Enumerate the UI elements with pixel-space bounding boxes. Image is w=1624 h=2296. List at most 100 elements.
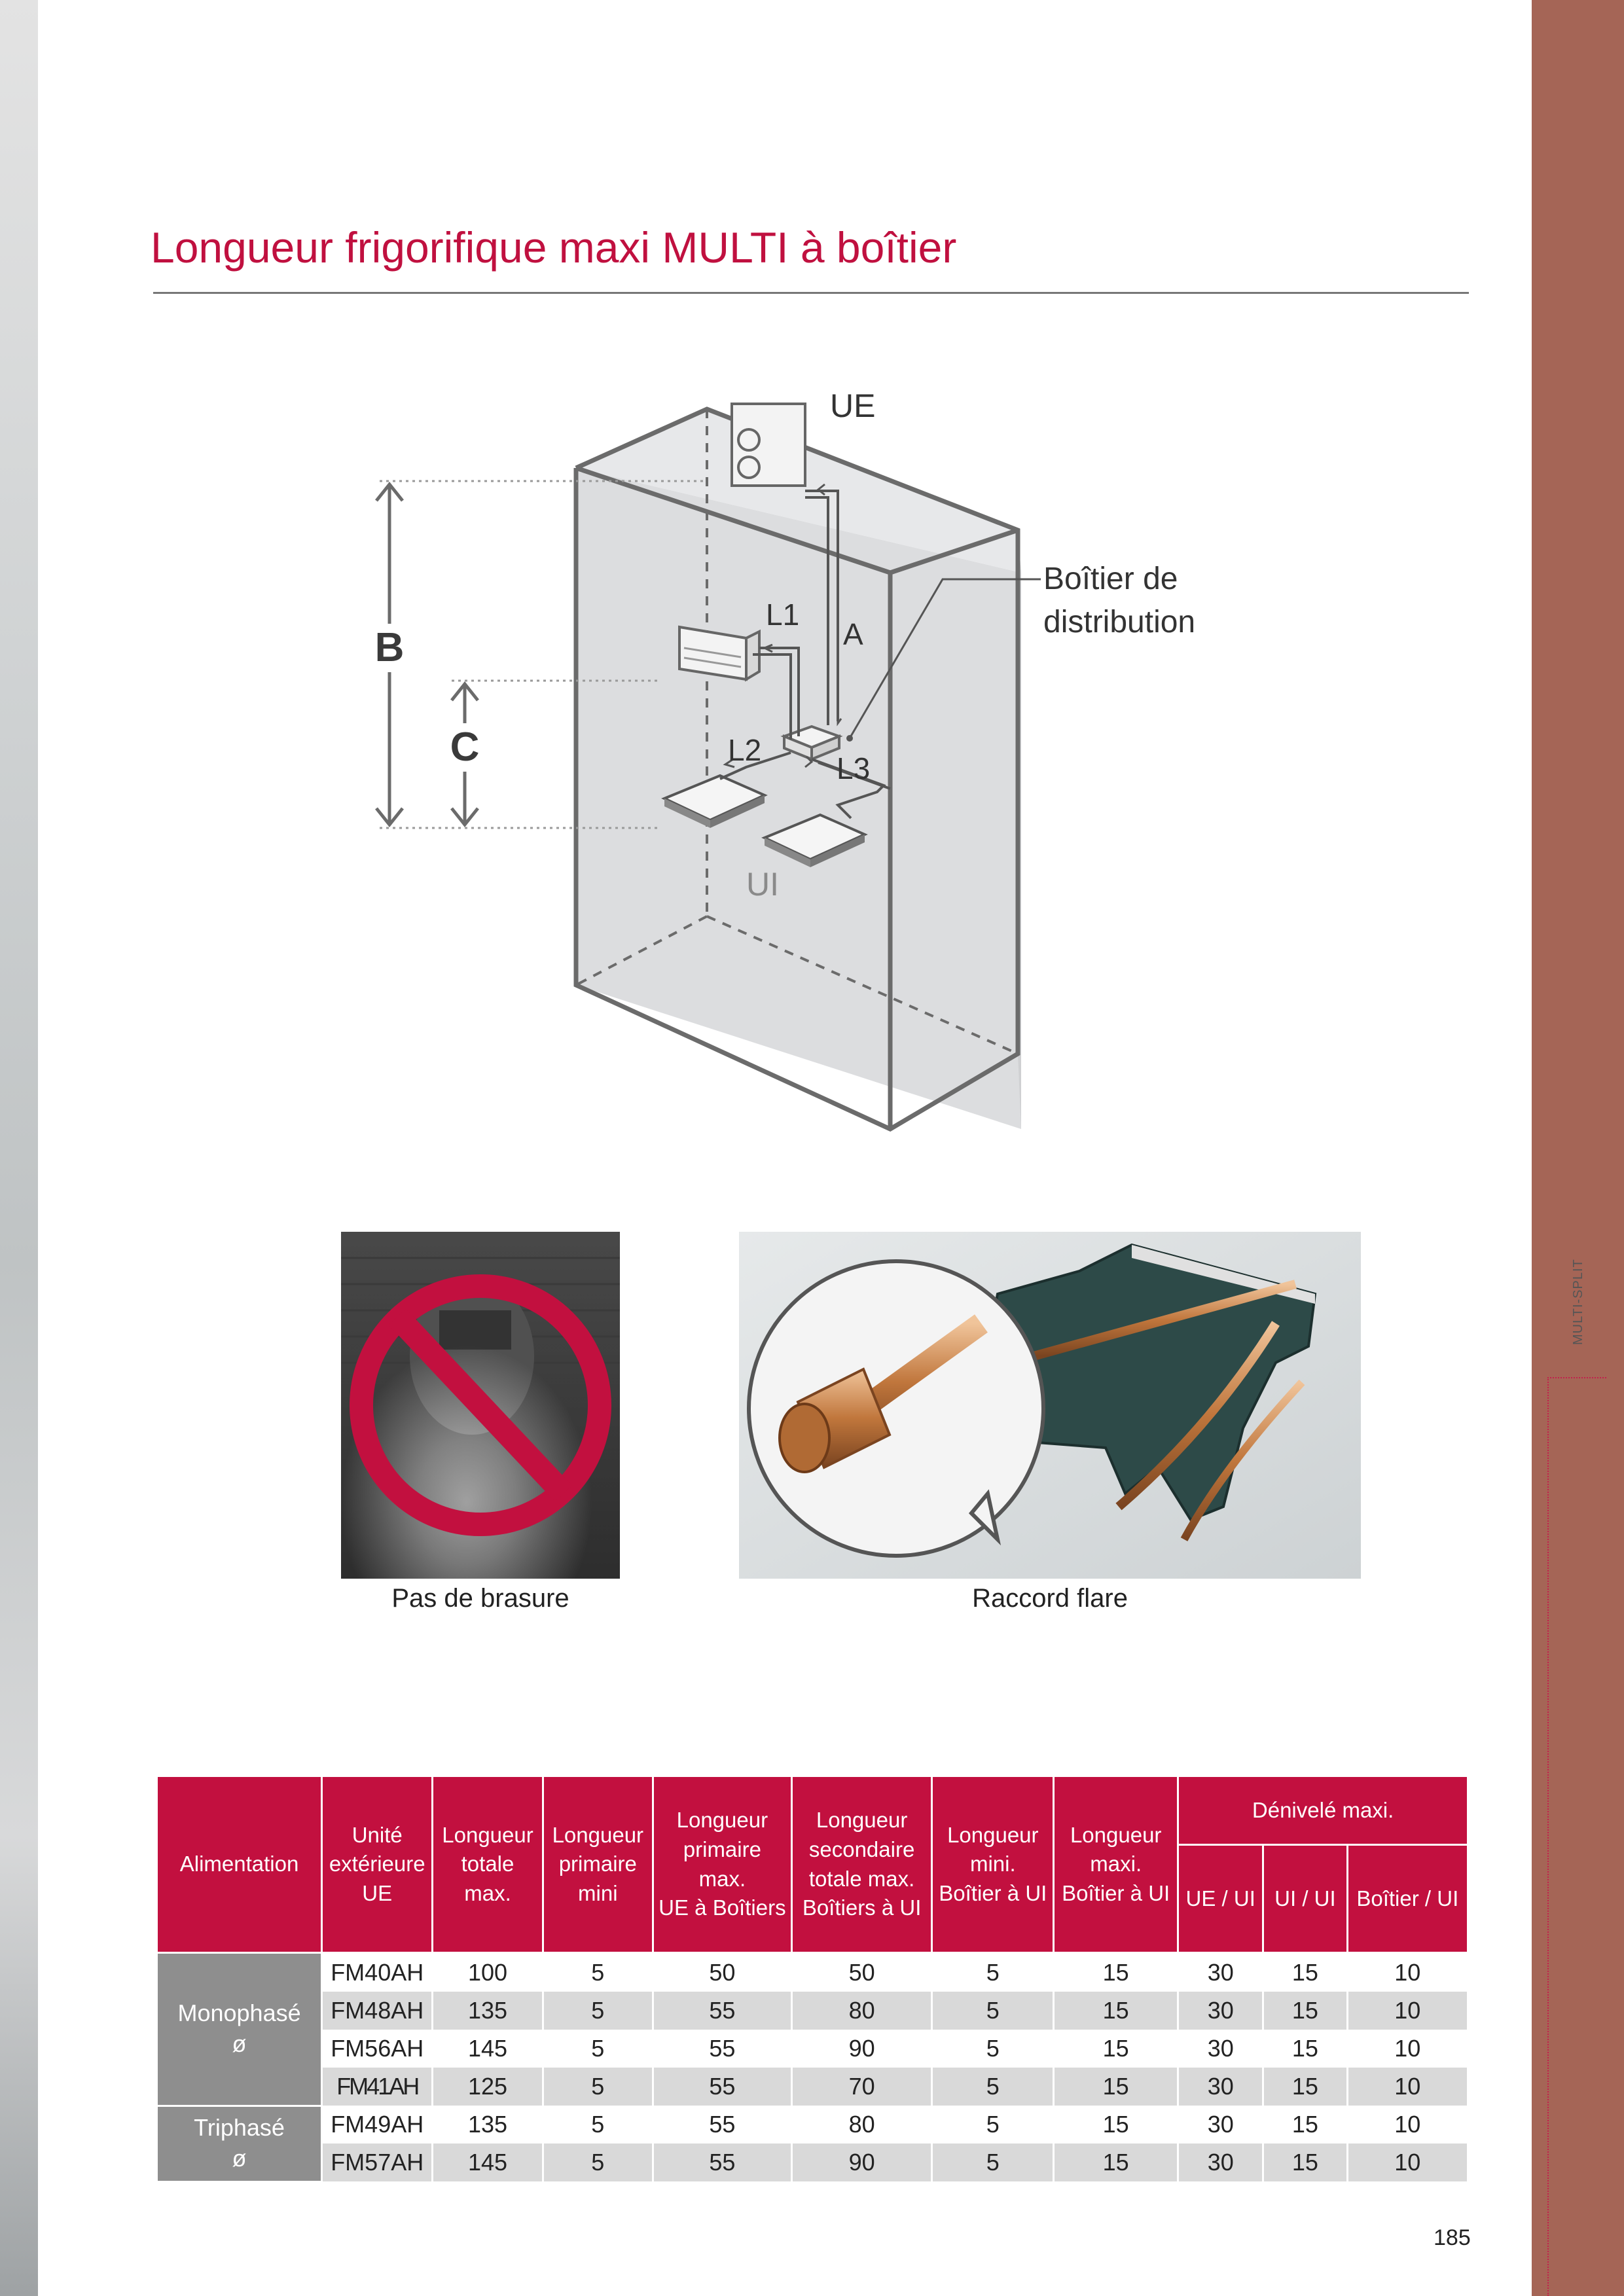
cell-d3: 10 — [1346, 2144, 1470, 2181]
cell-pmax: 50 — [651, 1952, 793, 1992]
cell-lmax: 15 — [1053, 2068, 1180, 2106]
cell-d1: 30 — [1177, 2144, 1265, 2181]
cassette-unit-1-icon — [661, 774, 768, 828]
cell-total: 145 — [431, 2144, 544, 2181]
cell-sec: 50 — [790, 1952, 933, 1992]
table-row: FM41AH 125 5 55 70 5 15 30 15 10 — [157, 2068, 1470, 2106]
label-b-bg — [368, 624, 411, 672]
no-brazing-photo — [341, 1232, 620, 1579]
cell-d1: 30 — [1177, 2030, 1265, 2068]
cell-pmax: 55 — [651, 2068, 793, 2106]
label-l3: L3 — [837, 751, 870, 785]
building-front-face — [576, 468, 1021, 1129]
cell-d3: 10 — [1346, 1992, 1470, 2030]
cell-total: 100 — [431, 1952, 544, 1992]
cell-d1: 30 — [1177, 2106, 1265, 2144]
flare-fitting-photo — [739, 1232, 1361, 1579]
cell-lmax: 15 — [1053, 2144, 1180, 2181]
header-boitier-ui: Boîtier / UI — [1346, 1844, 1470, 1954]
cell-lmin: 5 — [931, 1952, 1055, 1992]
label-ui: UI — [746, 866, 779, 903]
cell-lmin: 5 — [931, 1992, 1055, 2030]
caption-flare-fitting: Raccord flare — [972, 1584, 1128, 1613]
cell-lmax: 15 — [1053, 1992, 1180, 2030]
cell-sec: 80 — [790, 2106, 933, 2144]
cell-pmin: 5 — [541, 2144, 654, 2181]
cell-total: 135 — [431, 1992, 544, 2030]
cell-pmax: 55 — [651, 2106, 793, 2144]
cell-total: 135 — [431, 2106, 544, 2144]
label-c-bg — [444, 723, 487, 772]
cell-model: FM41AH — [321, 2068, 434, 2106]
band-rule-horizontal — [1547, 1377, 1606, 1378]
cell-sec: 80 — [790, 1992, 933, 2030]
right-color-band — [1532, 0, 1624, 2296]
cell-d3: 10 — [1346, 2030, 1470, 2068]
header-ui-ui: UI / UI — [1262, 1844, 1348, 1954]
cell-d2: 15 — [1262, 2068, 1348, 2106]
section-side-label: MULTI-SPLIT — [1571, 1259, 1585, 1345]
cell-model: FM49AH — [321, 2106, 434, 2144]
cell-pmin: 5 — [541, 2106, 654, 2144]
cell-lmax: 15 — [1053, 2030, 1180, 2068]
cell-sec: 70 — [790, 2068, 933, 2106]
cell-model: FM48AH — [321, 1992, 434, 2030]
cell-d1: 30 — [1177, 1992, 1265, 2030]
cell-sec: 90 — [790, 2030, 933, 2068]
cell-d3: 10 — [1346, 1952, 1470, 1992]
label-l2: L2 — [728, 733, 761, 767]
table-row: FM48AH 135 5 55 80 5 15 30 15 10 — [157, 1992, 1470, 2030]
cell-d2: 15 — [1262, 2144, 1348, 2181]
cell-pmax: 55 — [651, 2030, 793, 2068]
cell-total: 145 — [431, 2030, 544, 2068]
title-rule — [153, 292, 1469, 294]
header-alimentation: Alimentation — [155, 1775, 323, 1954]
left-background-strip — [0, 0, 38, 2296]
caption-no-brazing: Pas de brasure — [391, 1584, 569, 1613]
cell-lmin: 5 — [931, 2106, 1055, 2144]
table-row: FM56AH 145 5 55 90 5 15 30 15 10 — [157, 2030, 1470, 2068]
label-a: A — [843, 617, 863, 651]
label-b: B — [375, 625, 405, 670]
cell-pmax: 55 — [651, 1992, 793, 2030]
band-rule-vertical — [1547, 1377, 1549, 2296]
piping-diagram: B C UE — [368, 387, 1195, 1132]
cell-total: 125 — [431, 2068, 544, 2106]
label-ue: UE — [830, 387, 875, 424]
cell-d1: 30 — [1177, 2068, 1265, 2106]
header-denivele: Dénivelé maxi. — [1177, 1775, 1469, 1846]
cell-pmin: 5 — [541, 2068, 654, 2106]
label-c: C — [450, 725, 480, 770]
cell-pmax: 55 — [651, 2144, 793, 2181]
cell-d2: 15 — [1262, 1992, 1348, 2030]
cell-model: FM57AH — [321, 2144, 434, 2181]
building-top-face — [576, 409, 1021, 573]
label-box-line1: Boîtier de — [1043, 562, 1178, 596]
cell-lmax: 15 — [1053, 2106, 1180, 2144]
cell-pmin: 5 — [541, 1992, 654, 2030]
page-number: 185 — [1434, 2225, 1471, 2250]
cell-d2: 15 — [1262, 2106, 1348, 2144]
cell-d1: 30 — [1177, 1952, 1265, 1992]
cell-pmin: 5 — [541, 1952, 654, 1992]
cell-lmin: 5 — [931, 2030, 1055, 2068]
cell-lmin: 5 — [931, 2144, 1055, 2181]
cell-lmin: 5 — [931, 2068, 1055, 2106]
page-title: Longueur frigorifique maxi MULTI à boîti… — [151, 223, 957, 272]
table-row: FM57AH 145 5 55 90 5 15 30 15 10 — [157, 2144, 1470, 2181]
cell-d3: 10 — [1346, 2068, 1470, 2106]
cell-lmax: 15 — [1053, 1952, 1180, 1992]
cell-sec: 90 — [790, 2144, 933, 2181]
label-l1: L1 — [766, 598, 799, 632]
cassette-unit-2-icon — [761, 813, 868, 867]
